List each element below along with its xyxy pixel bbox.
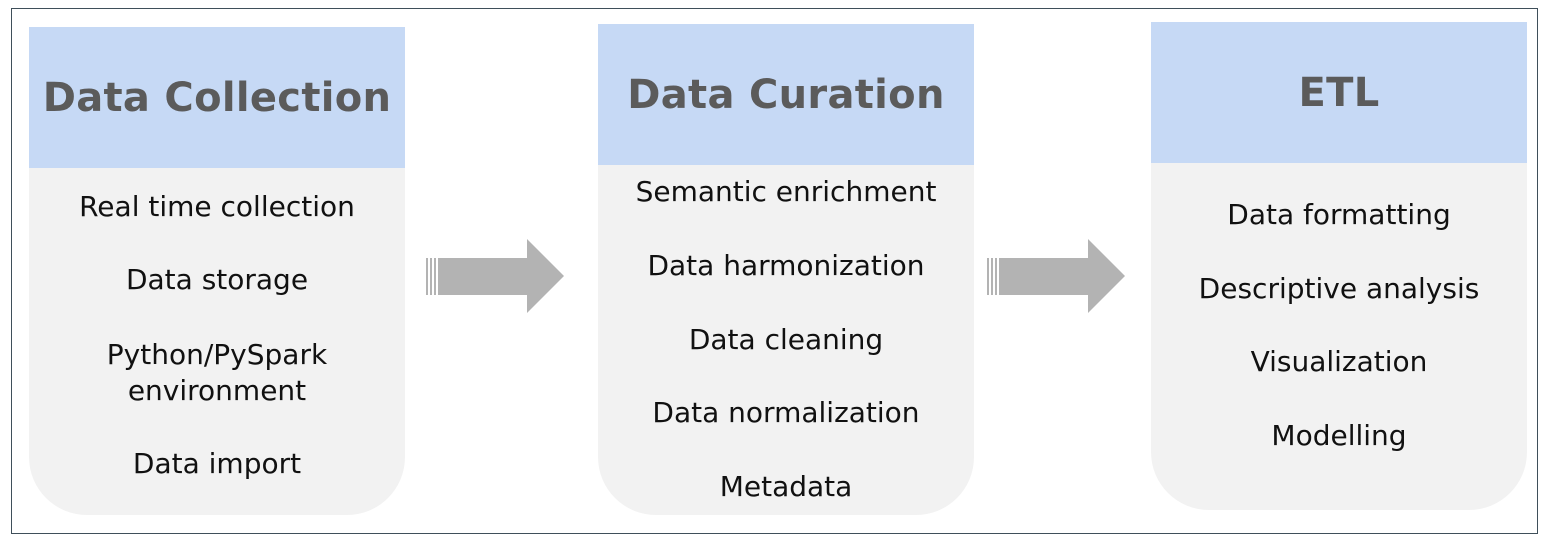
stage-item: Data import — [132, 447, 302, 480]
stage-data-collection: Data Collection Real time collection Dat… — [29, 27, 405, 515]
stage-header: Data Curation — [598, 24, 974, 165]
stage-item: Data normalization — [652, 396, 920, 429]
stage-etl: ETL Data formatting Descriptive analysis… — [1151, 22, 1527, 510]
diagram-frame — [11, 8, 1538, 534]
stage-item: Data harmonization — [647, 249, 925, 282]
stage-item: Data storage — [125, 263, 309, 296]
stage-title: Data Curation — [627, 71, 945, 118]
stage-header: ETL — [1151, 22, 1527, 163]
stage-item: Modelling — [1271, 419, 1407, 452]
flow-arrow-1 — [426, 239, 564, 313]
stage-item: Real time collection — [79, 190, 355, 223]
stage-item: Data formatting — [1227, 198, 1451, 231]
stage-item: Metadata — [719, 470, 853, 503]
stage-item: Visualization — [1250, 345, 1428, 378]
stage-item: Python/PySpark environment — [106, 338, 328, 407]
stage-title: Data Collection — [42, 74, 392, 121]
flow-arrow-2 — [987, 239, 1125, 313]
stage-header: Data Collection — [29, 27, 405, 168]
stage-data-curation: Data Curation Semantic enrichment Data h… — [598, 24, 974, 515]
stage-item: Semantic enrichment — [635, 175, 937, 208]
stage-item: Data cleaning — [688, 323, 884, 356]
stage-title: ETL — [1298, 69, 1380, 116]
stage-item: Descriptive analysis — [1198, 272, 1480, 305]
